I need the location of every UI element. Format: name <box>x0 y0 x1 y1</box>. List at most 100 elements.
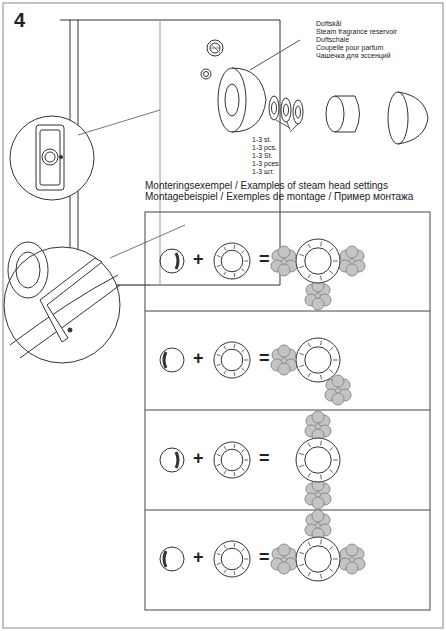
equals-sign: = <box>259 449 270 468</box>
ring-slot <box>329 271 333 274</box>
quantity-note: 1-3 st. <box>252 136 271 143</box>
ring-slot <box>241 549 244 552</box>
plus-sign: + <box>193 349 204 368</box>
quantity-note: 1-3 pces <box>252 160 279 167</box>
ring-slot <box>241 567 244 570</box>
ring-slot <box>308 572 310 576</box>
ring-slot <box>241 368 244 371</box>
steam-cloud <box>346 246 358 258</box>
page-border <box>3 3 443 628</box>
steam-cloud <box>278 363 290 375</box>
example-row <box>160 338 351 405</box>
equals-sign: = <box>259 548 270 567</box>
section-heading: Monteringsexempel / Examples of steam he… <box>145 181 430 202</box>
ring-hole <box>305 447 331 473</box>
steam-ring <box>296 239 340 283</box>
plus-sign: + <box>193 548 204 567</box>
ring-slot <box>234 344 236 348</box>
ring-slot <box>217 255 221 256</box>
steam-ring <box>214 243 250 279</box>
ring-hole <box>221 548 243 570</box>
ring-slot <box>320 475 322 480</box>
ring-slot <box>320 441 322 446</box>
ring-slot <box>234 543 236 547</box>
ring-hole <box>221 250 243 272</box>
ring-slot <box>299 353 304 355</box>
plus-sign: + <box>193 449 204 468</box>
ring-slot <box>299 254 304 256</box>
ring-slot <box>333 261 338 262</box>
ring-slot <box>234 472 236 476</box>
quantity-note: 1-3 St. <box>252 152 273 159</box>
part-name: Steam fragrance reservoir <box>316 28 397 35</box>
ring-slot <box>308 443 310 447</box>
steam-cloud <box>346 264 358 276</box>
nozzle-opening <box>176 452 178 468</box>
example-rows <box>160 239 365 581</box>
ring-slot <box>299 453 304 455</box>
ring-hole <box>305 347 331 373</box>
ring-slot <box>320 540 322 545</box>
ring-slot <box>224 272 226 275</box>
plus-sign: + <box>193 250 204 269</box>
nozzle-opening <box>176 253 178 269</box>
ring-slot <box>217 354 221 355</box>
ring-slot <box>224 346 226 349</box>
steam-cloud <box>278 246 290 258</box>
example-row <box>160 411 340 509</box>
steam-cloud <box>278 264 290 276</box>
ring-hole <box>221 449 243 471</box>
steam-cloud <box>332 375 344 387</box>
ring-slot <box>308 244 310 248</box>
ring-slot <box>241 350 244 353</box>
ring-hole <box>221 349 243 371</box>
steam-cloud <box>278 544 290 556</box>
steam-ring <box>214 342 250 378</box>
ring-slot <box>299 564 304 566</box>
ring-slot <box>217 553 221 554</box>
ring-slot <box>333 460 338 461</box>
ring-slot <box>224 471 226 474</box>
ring-slot <box>217 265 221 266</box>
ring-slot <box>320 574 322 579</box>
quantity-note: 1-3 pcs. <box>252 144 277 151</box>
ring-slot <box>234 444 236 448</box>
nozzle-knob <box>160 448 184 472</box>
detail-inset <box>10 110 160 200</box>
ring-slot <box>224 247 226 250</box>
steam-ring <box>296 537 340 581</box>
ring-slot <box>308 343 310 347</box>
equals-sign: = <box>259 250 270 269</box>
steam-head-mounted <box>201 40 223 79</box>
ring-slot <box>224 446 226 449</box>
ring-slot <box>241 468 244 471</box>
steam-ring <box>296 438 340 482</box>
ring-slot <box>308 373 310 377</box>
ring-slot <box>299 552 304 554</box>
ring-slot <box>299 465 304 467</box>
quantity-note: 1-3 шт. <box>252 168 274 175</box>
ring-slot <box>329 370 333 373</box>
example-row <box>160 510 365 581</box>
ring-slot <box>299 266 304 268</box>
ring-slot <box>241 450 244 453</box>
steam-cloud <box>312 497 324 509</box>
nozzle-knob <box>160 249 184 273</box>
steam-cloud <box>346 544 358 556</box>
ring-slot <box>234 273 236 277</box>
ring-slot <box>241 269 244 272</box>
steam-cloud <box>312 510 324 522</box>
ring-slot <box>329 470 333 473</box>
ring-slot <box>329 546 333 549</box>
ring-slot <box>224 545 226 548</box>
ring-slot <box>329 447 333 450</box>
ring-slot <box>329 569 333 572</box>
ring-slot <box>217 563 221 564</box>
ring-slot <box>224 371 226 374</box>
steam-cloud <box>312 411 324 423</box>
ring-slot <box>320 375 322 380</box>
ring-slot <box>308 473 310 477</box>
ring-slot <box>234 372 236 376</box>
